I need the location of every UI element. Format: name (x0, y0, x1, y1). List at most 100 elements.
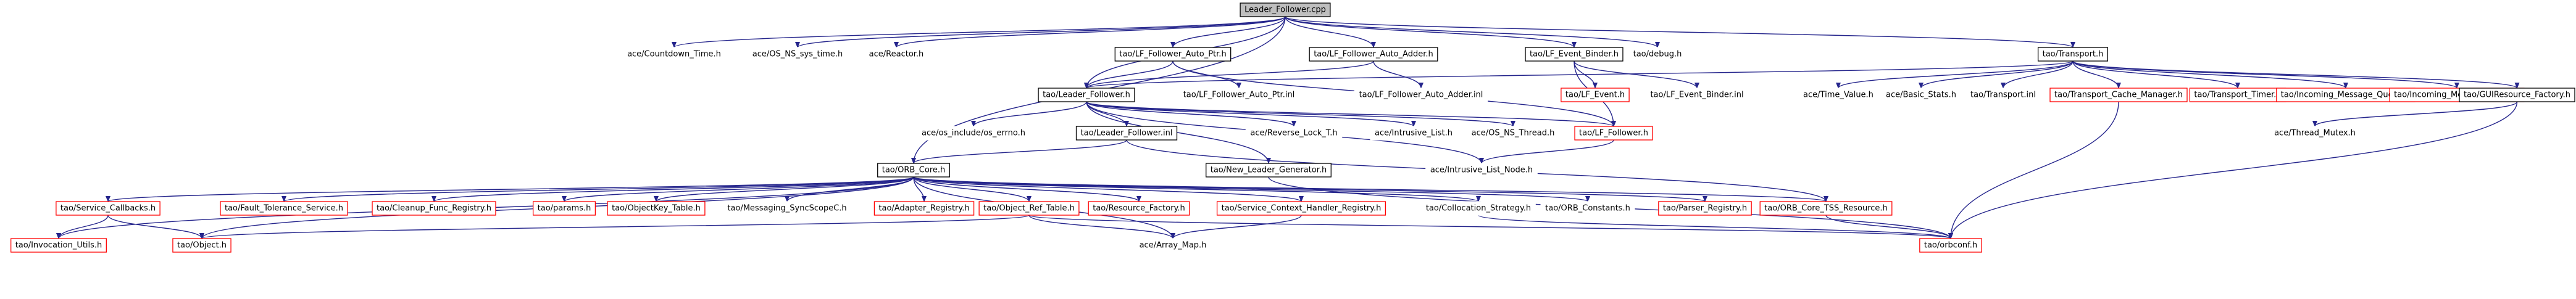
node-ace-os-include-os-errno-h[interactable]: ace/os_include/os_errno.h (917, 126, 1030, 141)
node-tao-service-callbacks-h[interactable]: tao/Service_Callbacks.h (56, 201, 160, 216)
node-box (877, 163, 950, 178)
edge (1574, 60, 1699, 89)
node-tao-params-h[interactable]: tao/params.h (532, 201, 596, 216)
edge (913, 176, 1828, 202)
edge-n9-n25 (1086, 101, 1416, 127)
edge (1285, 16, 1577, 48)
node-box (220, 201, 348, 216)
node-ace-thread-mutex-h[interactable]: ace/Thread_Mutex.h (2269, 126, 2361, 141)
node-tao-debug-h[interactable]: tao/debug.h (1628, 47, 1687, 62)
edge-n29-n41 (913, 176, 1304, 202)
node-tao-orb-core-h[interactable]: tao/ORB_Core.h (877, 163, 950, 178)
edge (1028, 215, 1953, 239)
node-tao-service-context-handler-registry-h[interactable]: tao/Service_Context_Handler_Registry.h (1216, 201, 1386, 216)
node-tao-lf-event-binder-h[interactable]: tao/LF_Event_Binder.h (1525, 47, 1624, 62)
node-box (1881, 88, 1961, 102)
node-tao-adapter-registry-h[interactable]: tao/Adapter_Registry.h (873, 201, 975, 216)
edge (1086, 101, 1515, 127)
node-box (372, 201, 496, 216)
node-ace-reverse-lock-t-h[interactable]: ace/Reverse_Lock_T.h (1245, 126, 1343, 141)
node-leader-follower-cpp[interactable]: Leader_Follower.cpp (1240, 2, 1331, 17)
edge (2072, 60, 2348, 89)
node-label: tao/ORB_Core.h (882, 166, 946, 175)
edge (2312, 101, 2518, 127)
node-tao-invocation-utils-h[interactable]: tao/Invocation_Utils.h (10, 238, 107, 253)
edge (562, 176, 914, 202)
node-ace-reactor-h[interactable]: ace/Reactor.h (864, 47, 928, 62)
node-tao-cleanup-func-registry-h[interactable]: tao/Cleanup_Func_Registry.h (372, 201, 496, 216)
edge (911, 139, 1127, 164)
node-tao-orb-constants-h[interactable]: tao/ORB_Constants.h (1540, 201, 1635, 216)
edge (2001, 60, 2074, 89)
node-tao-transport-timer-h[interactable]: tao/Transport_Timer.h (2189, 88, 2286, 102)
node-ace-countdown-time-h[interactable]: ace/Countdown_Time.h (622, 47, 726, 62)
node-tao-new-leader-generator-h[interactable]: tao/New_Leader_Generator.h (1206, 163, 1332, 178)
node-ace-intrusive-list-node-h[interactable]: ace/Intrusive_List_Node.h (1425, 163, 1538, 178)
node-ace-basic-stats-h[interactable]: ace/Basic_Stats.h (1881, 88, 1961, 102)
node-label: ace/Thread_Mutex.h (2274, 129, 2356, 138)
node-box (1798, 88, 1878, 102)
edge (672, 16, 1286, 48)
node-tao-collocation-strategy-h[interactable]: tao/Collocation_Strategy.h (1421, 201, 1536, 216)
edge-n6-n13 (1574, 60, 1699, 89)
node-label: tao/Cleanup_Func_Registry.h (377, 204, 491, 213)
node-tao-lf-event-h[interactable]: tao/LF_Event.h (1561, 88, 1630, 102)
node-tao-transport-h[interactable]: tao/Transport.h (2037, 47, 2109, 62)
node-box (1354, 88, 1488, 102)
node-ace-array-map-h[interactable]: ace/Array_Map.h (1134, 238, 1212, 253)
node-tao-fault-tolerance-service-h[interactable]: tao/Fault_Tolerance_Service.h (220, 201, 348, 216)
node-tao-leader-follower-inl[interactable]: tao/Leader_Follower.inl (1075, 126, 1178, 141)
node-tao-transport-inl[interactable]: tao/Transport.inl (1965, 88, 2041, 102)
node-tao-incoming-message-queue-h[interactable]: tao/Incoming_Message_Queue.h (2276, 88, 2416, 102)
edge (913, 176, 1141, 202)
node-box (172, 238, 231, 253)
node-tao-orbconf-h[interactable]: tao/orbconf.h (1919, 238, 1982, 253)
node-box (1425, 163, 1538, 178)
node-tao-resource-factory-h[interactable]: tao/Resource_Factory.h (1088, 201, 1190, 216)
node-tao-object-ref-table-h[interactable]: tao/Object_Ref_Table.h (978, 201, 1080, 216)
edge (795, 16, 1286, 48)
edge (654, 176, 914, 202)
edge-n39-n49 (1028, 215, 1953, 239)
edge (971, 101, 1087, 127)
node-box (56, 201, 160, 216)
node-tao-guiresource-factory-h[interactable]: tao/GUIResource_Factory.h (2459, 88, 2575, 102)
node-tao-transport-cache-manager-h[interactable]: tao/Transport_Cache_Manager.h (2049, 88, 2188, 102)
node-tao-object-h[interactable]: tao/Object.h (172, 238, 231, 253)
node-ace-intrusive-list-h[interactable]: ace/Intrusive_List.h (1370, 126, 1457, 141)
node-label: tao/Resource_Factory.h (1093, 204, 1185, 213)
node-tao-messaging-syncscopec-h[interactable]: tao/Messaging_SyncScopeC.h (722, 201, 852, 216)
node-tao-lf-follower-auto-ptr-inl[interactable]: tao/LF_Follower_Auto_Ptr.inl (1178, 88, 1299, 102)
edge-n0-n2 (795, 16, 1286, 48)
node-label: tao/params.h (538, 204, 591, 213)
node-label: tao/Transport_Timer.h (2194, 91, 2281, 100)
edge-n29-n35 (562, 176, 914, 202)
node-ace-os-ns-thread-h[interactable]: ace/OS_NS_Thread.h (1466, 126, 1560, 141)
edge (1086, 101, 1271, 164)
node-tao-lf-follower-auto-adder-inl[interactable]: tao/LF_Follower_Auto_Adder.inl (1354, 88, 1488, 102)
node-tao-lf-follower-auto-adder-h[interactable]: tao/LF_Follower_Auto_Adder.h (1309, 47, 1438, 62)
node-label: tao/LF_Follower_Auto_Adder.inl (1359, 91, 1483, 100)
node-tao-lf-follower-h[interactable]: tao/LF_Follower.h (1574, 126, 1653, 141)
node-tao-objectkey-table-h[interactable]: tao/ObjectKey_Table.h (607, 201, 706, 216)
node-label: tao/LF_Follower.h (1579, 129, 1648, 138)
node-box (873, 201, 975, 216)
node-label: tao/Parser_Registry.h (1663, 204, 1747, 213)
node-tao-parser-registry-h[interactable]: tao/Parser_Registry.h (1658, 201, 1752, 216)
node-box (1574, 126, 1653, 141)
node-box (1216, 201, 1386, 216)
node-ace-time-value-h[interactable]: ace/Time_Value.h (1798, 88, 1878, 102)
edge-n29-n32 (106, 176, 914, 202)
edge (106, 176, 914, 202)
node-label: tao/orbconf.h (1924, 241, 1977, 250)
edge-n5-n11 (1373, 60, 1423, 89)
node-tao-leader-follower-h[interactable]: tao/Leader_Follower.h (1038, 88, 1135, 102)
node-box (1038, 88, 1135, 102)
edge (1285, 16, 1376, 48)
node-tao-orb-core-tss-resource-h[interactable]: tao/ORB_Core_TSS_Resource.h (1759, 201, 1893, 216)
node-tao-lf-follower-auto-ptr-h[interactable]: tao/LF_Follower_Auto_Ptr.h (1114, 47, 1232, 62)
node-ace-os-ns-sys-time-h[interactable]: ace/OS_NS_sys_time.h (748, 47, 848, 62)
node-box (10, 238, 107, 253)
node-tao-lf-event-binder-inl[interactable]: tao/LF_Event_Binder.inl (1645, 88, 1749, 102)
